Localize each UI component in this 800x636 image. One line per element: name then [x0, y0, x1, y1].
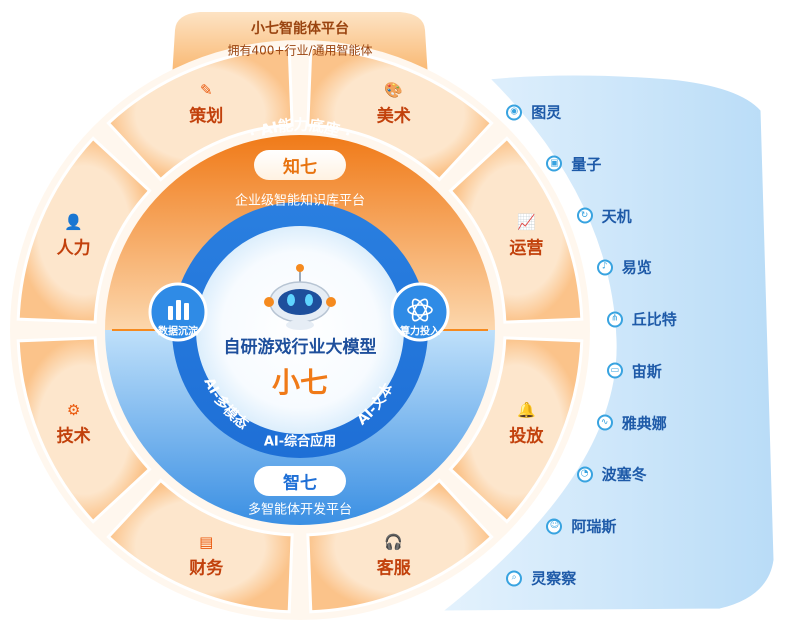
top-platform-subtitle: 拥有400+行业/通用智能体 — [227, 43, 373, 58]
agent-item[interactable]: ☺ 阿瑞斯 — [546, 516, 616, 537]
zhiqi-badge: 知七 — [283, 157, 317, 178]
agent-item[interactable]: ▣ 量子 — [546, 153, 601, 174]
segment-1 — [448, 136, 584, 324]
segment-label: 策划 — [189, 106, 224, 127]
model-name: 小七 — [271, 366, 329, 399]
gauge-icon: ◔ — [576, 466, 593, 483]
agent-label: 波塞冬 — [601, 465, 647, 484]
segment-label: 运营 — [509, 238, 544, 259]
agent-label: 阿瑞斯 — [571, 517, 617, 536]
segment-2 — [448, 336, 584, 524]
agent-item[interactable]: ▭ 宙斯 — [606, 360, 662, 381]
zhiqi2-badge-bg — [254, 466, 346, 496]
agent-label: 丘比特 — [631, 310, 677, 329]
data-node-label: 数据沉淀 — [158, 326, 198, 338]
segment-0 — [306, 46, 494, 182]
share-icon: ⋔ — [606, 311, 623, 328]
agent-label: 雅典娜 — [621, 414, 667, 433]
agent-label: 量子 — [571, 155, 602, 174]
cycle-icon: ↻ — [576, 207, 593, 224]
agent-label: 天机 — [601, 207, 632, 226]
chart-icon: 📈 — [517, 213, 536, 232]
eye-icon: ◉ — [506, 104, 523, 120]
segment-label: 财务 — [189, 558, 224, 579]
cube-icon: ▣ — [546, 155, 563, 172]
edit-icon: ✎ — [199, 80, 213, 99]
model-title: 自研游戏行业大模型 — [223, 337, 377, 358]
agent-item[interactable]: ↻ 天机 — [576, 205, 632, 226]
layers-icon: ▤ — [199, 533, 214, 552]
agent-item[interactable]: ◉ 图灵 — [506, 102, 561, 123]
agent-item[interactable]: ♪ 易览 — [596, 257, 652, 278]
bell-icon: 🔔 — [517, 400, 536, 419]
segment-3 — [306, 478, 494, 614]
bottom-arc-text: AI-综合应用 — [263, 434, 337, 450]
compute-node-label: 算力投入 — [400, 326, 440, 338]
zhiqi2-subtitle: 多智能体开发平台 — [247, 502, 353, 518]
segment-4 — [106, 478, 294, 614]
user-icon: 👤 — [64, 213, 83, 232]
palette-icon: 🎨 — [384, 80, 404, 99]
agent-item[interactable]: ⌕ 灵察察 — [506, 568, 576, 589]
headset-icon: 🎧 — [384, 533, 404, 552]
zhiqi-subtitle: 企业级智能知识库平台 — [234, 193, 366, 209]
gear-icon: ⚙ — [66, 400, 81, 419]
segment-label: 人力 — [56, 238, 91, 259]
segment-label: 美术 — [376, 106, 411, 127]
top-platform-title: 小七智能体平台 — [251, 21, 349, 37]
agent-label: 宙斯 — [631, 362, 662, 381]
search-icon: ⌕ — [506, 570, 523, 586]
gamepad-icon: ▭ — [606, 362, 623, 379]
atom-icon — [407, 298, 433, 322]
compute-node — [390, 282, 450, 342]
segment-label: 技术 — [56, 426, 91, 447]
person-icon: ☺ — [546, 518, 563, 535]
robot-mascot-icon — [264, 264, 336, 330]
bell-icon: ♪ — [596, 259, 613, 276]
agent-label: 灵察察 — [531, 569, 577, 588]
agent-item[interactable]: ⋔ 丘比特 — [606, 309, 677, 330]
segment-7 — [106, 46, 294, 182]
segment-5 — [16, 336, 152, 524]
agent-item[interactable]: ∿ 雅典娜 — [596, 412, 667, 433]
segment-label: 投放 — [509, 426, 544, 447]
agent-item[interactable]: ◔ 波塞冬 — [576, 464, 647, 485]
agent-label: 易览 — [621, 258, 652, 277]
segment-6 — [16, 136, 152, 324]
bar-chart-icon — [168, 300, 189, 320]
agent-label: 图灵 — [531, 103, 562, 122]
pulse-icon: ∿ — [596, 414, 613, 431]
zhiqi2-badge: 智七 — [283, 473, 317, 494]
zhiqi-badge-bg — [254, 150, 346, 180]
segment-label: 客服 — [376, 558, 411, 579]
